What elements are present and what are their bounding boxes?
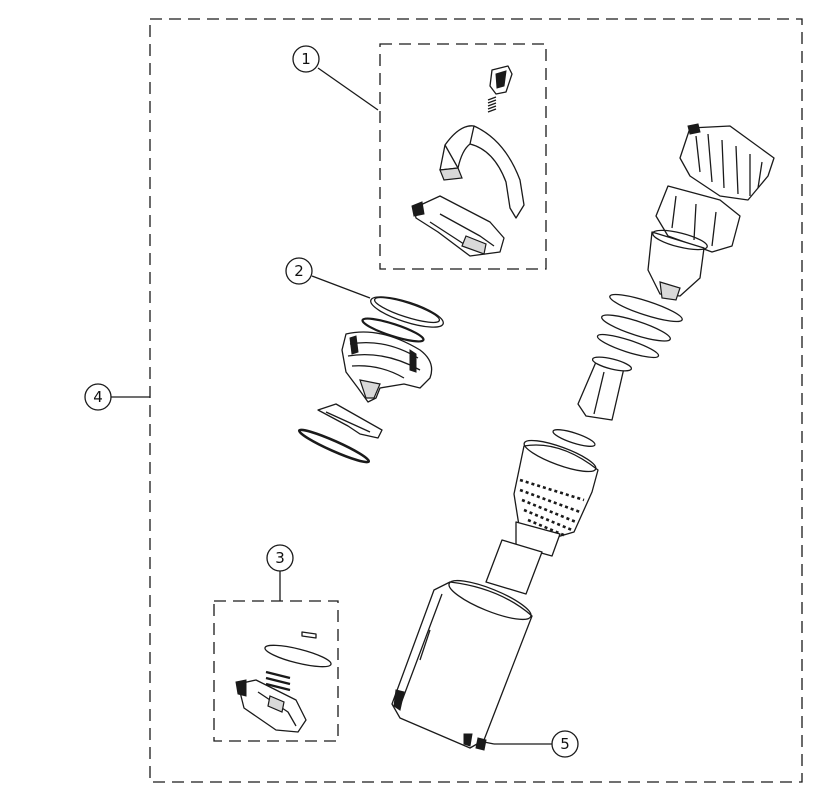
callout-4: 4 (84, 383, 150, 411)
callout-3: 3 (266, 544, 294, 601)
assembly-group-3-boundary (213, 600, 339, 742)
callout-5-label: 5 (560, 735, 570, 753)
motor-housing-part (655, 185, 741, 253)
callout-2: 2 (285, 257, 371, 299)
stack-gasket-2-part (601, 314, 671, 342)
filter-ring-part (552, 429, 596, 447)
lid-cap-part (411, 195, 505, 257)
top-seal-ring-part (370, 296, 444, 328)
mesh-filter-part (513, 439, 599, 557)
dust-bin-inlet-tube-part (485, 539, 543, 595)
exhaust-grille-part (679, 123, 775, 201)
callout-1: 1 (292, 45, 379, 111)
inner-tube-part (577, 356, 633, 421)
callout-5: 5 (494, 730, 579, 758)
bin-lid-part (235, 679, 307, 733)
assembly-group-4-boundary (149, 18, 803, 783)
bin-lid-seal-part (264, 644, 332, 668)
mesh-pattern (519, 478, 585, 538)
callout-1-label: 1 (301, 50, 311, 68)
cone-filter-plate-part (317, 403, 383, 439)
screw-part (475, 737, 495, 751)
cyclone-head-part (341, 331, 433, 403)
bin-lid-spring-part (265, 670, 291, 692)
stack-gasket-1-part (609, 293, 683, 323)
assembly-group-1-boundary (379, 43, 547, 270)
dust-bin-part (391, 579, 533, 749)
motor-cone-part (647, 229, 708, 301)
callout-4-label: 4 (93, 388, 103, 406)
release-pin-part (301, 631, 317, 639)
callout-2-label: 2 (294, 262, 304, 280)
latch-button-part (489, 65, 513, 95)
callout-3-label: 3 (275, 549, 285, 567)
stack-gasket-3-part (596, 333, 660, 359)
spring-part (487, 96, 497, 113)
carry-handle-part (439, 125, 525, 219)
bottom-gasket-part (297, 428, 371, 464)
thin-gasket-part (361, 317, 425, 343)
